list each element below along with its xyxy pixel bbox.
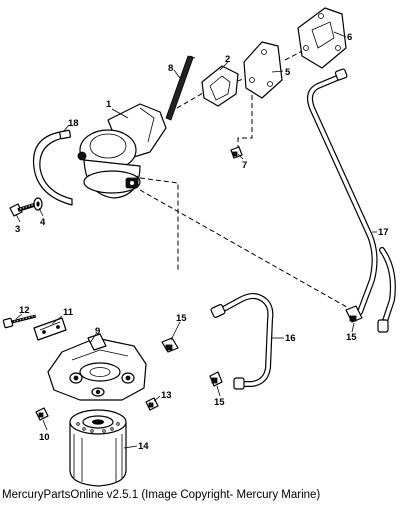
- callout-15-b: 15: [346, 332, 357, 343]
- part-4-washer: [33, 197, 43, 211]
- callout-15-c: 15: [214, 397, 225, 408]
- part-10-plug: [35, 407, 49, 421]
- callout-6: 6: [347, 32, 352, 43]
- callout-4: 4: [40, 217, 46, 228]
- callout-14: 14: [138, 441, 149, 452]
- callout-1: 1: [106, 99, 112, 110]
- part-15-fitting-mid: [161, 337, 179, 353]
- callout-16: 16: [285, 333, 296, 344]
- copyright-caption: MercuryPartsOnline v2.5.1 (Image Copyrig…: [2, 489, 321, 501]
- part-18-vent-hose: [32, 129, 73, 206]
- part-16-fuel-line: [210, 293, 274, 390]
- callout-9: 9: [95, 326, 100, 337]
- callout-labels: 1 2 3 4 5 6 7 8 9 10 11 12 13 14 15 15 1…: [15, 32, 389, 452]
- part-1-fuel-pump: [77, 103, 167, 199]
- callout-15-a: 15: [176, 313, 187, 324]
- callout-13: 13: [161, 390, 172, 401]
- part-2-gasket: [201, 65, 239, 107]
- part-8-push-rod: [165, 55, 196, 121]
- callout-2: 2: [225, 54, 230, 65]
- part-5-plate: [243, 41, 283, 99]
- callout-10: 10: [39, 432, 50, 443]
- callout-3: 3: [15, 224, 20, 235]
- part-15-fitting-bottom: [209, 371, 223, 387]
- part-11-bracket: [33, 317, 67, 341]
- part-15-fitting-right: [345, 305, 363, 323]
- part-12-screw: [2, 314, 37, 329]
- part-3-bolt: [9, 203, 35, 217]
- callout-12: 12: [19, 305, 30, 316]
- callout-11: 11: [63, 307, 74, 318]
- callout-17: 17: [378, 227, 389, 238]
- callout-18: 18: [68, 118, 79, 129]
- part-6-mounting-plate: [297, 7, 347, 69]
- callout-8: 8: [168, 63, 173, 74]
- part-13-plug: [145, 397, 159, 411]
- callout-5: 5: [285, 67, 291, 78]
- callout-7: 7: [242, 160, 247, 171]
- part-9-filter-head: [47, 333, 147, 401]
- part-14-fuel-filter: [69, 409, 127, 487]
- part-17-fuel-line: [307, 68, 396, 333]
- leader-lines: [15, 31, 377, 449]
